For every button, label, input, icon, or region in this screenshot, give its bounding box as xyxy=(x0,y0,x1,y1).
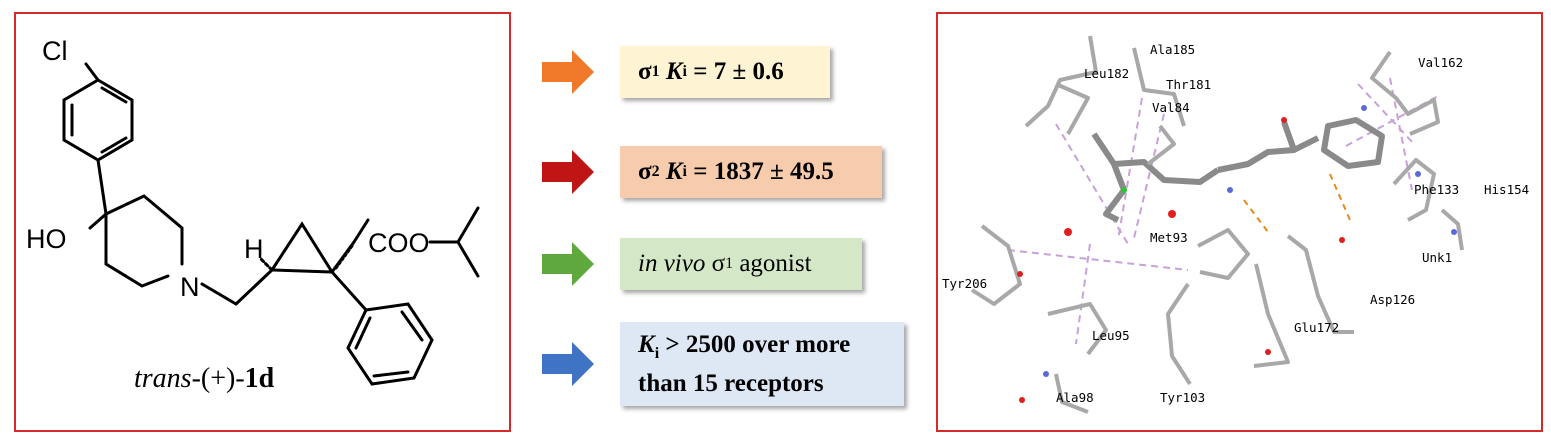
k-symbol: K xyxy=(638,330,655,358)
sigma-symbol: σ xyxy=(638,58,652,85)
k-subscript: i xyxy=(682,63,687,80)
residue-label: His154 xyxy=(1484,182,1529,197)
selectivity-line2: than 15 receptors xyxy=(638,369,824,397)
residue-label: Thr181 xyxy=(1166,77,1211,92)
residue-label: Unk1 xyxy=(1422,250,1452,265)
residue-label: Met93 xyxy=(1150,230,1188,245)
caption-prefix: trans- xyxy=(134,363,201,394)
arrow-icon-blue xyxy=(542,342,594,386)
residue-label: Tyr206 xyxy=(942,276,987,291)
selectivity-box: Ki > 2500 over more than 15 receptors xyxy=(620,322,904,406)
compound-caption: trans-(+)-1d xyxy=(134,363,274,395)
residue-label: Ala185 xyxy=(1150,42,1195,57)
residue-label: Tyr103 xyxy=(1160,390,1205,405)
residue-label: Leu95 xyxy=(1092,328,1130,343)
residue-sticks xyxy=(970,35,1464,414)
sigma-symbol: σ xyxy=(638,158,652,185)
molecule-structure: Cl HO N H COO xyxy=(26,36,480,386)
arrow-icon-green xyxy=(542,242,594,286)
sigma-symbol: σ xyxy=(711,250,726,277)
in-vivo-label: in vivo xyxy=(638,250,706,277)
k-symbol: K xyxy=(665,58,683,85)
chlorine-label: Cl xyxy=(42,36,68,66)
docking-panel: Ala185 Leu182 Thr181 Val84 Val162 Phe133… xyxy=(936,12,1543,432)
sigma-subscript: 1 xyxy=(725,255,734,272)
phenyl-ring xyxy=(346,302,434,386)
sigma1-value: = 7 ± 0.6 xyxy=(687,58,784,85)
caption-bold: 1d xyxy=(244,363,275,394)
residue-label: Ala98 xyxy=(1056,390,1094,405)
selectivity-line1: > 2500 over more xyxy=(659,330,851,358)
nitrogen-label: N xyxy=(180,272,200,302)
arrow-icon-red xyxy=(542,150,594,194)
residue-label: Phe133 xyxy=(1414,182,1459,197)
agonist-label: agonist xyxy=(733,250,812,277)
k-subscript: i xyxy=(682,163,687,180)
sigma-subscript: 1 xyxy=(651,63,660,80)
ligand-molecule xyxy=(1091,117,1385,223)
k-subscript: i xyxy=(654,344,660,362)
residue-label: Val162 xyxy=(1418,55,1463,70)
docking-view: Ala185 Leu182 Thr181 Val84 Val162 Phe133… xyxy=(942,35,1529,414)
chlorophenyl-ring xyxy=(62,78,134,162)
ester-label: COO xyxy=(368,228,430,258)
caption-mid: (+)- xyxy=(200,363,245,394)
sigma2-value: = 1837 ± 49.5 xyxy=(687,158,834,185)
sigma-subscript: 2 xyxy=(651,163,660,180)
residue-label: Glu172 xyxy=(1294,320,1339,335)
residue-label: Val84 xyxy=(1152,100,1190,115)
residue-label: Asp126 xyxy=(1370,292,1415,307)
residue-label: Leu182 xyxy=(1084,66,1129,81)
interaction-lines xyxy=(1007,77,1439,345)
hydroxyl-label: HO xyxy=(26,224,67,254)
atom-markers xyxy=(1017,105,1457,403)
hydrogen-label: H xyxy=(244,234,264,264)
arrow-icon-orange xyxy=(542,50,594,94)
k-symbol: K xyxy=(665,158,683,185)
structure-panel: Cl HO N H COO trans-(+)-1d xyxy=(14,12,511,432)
